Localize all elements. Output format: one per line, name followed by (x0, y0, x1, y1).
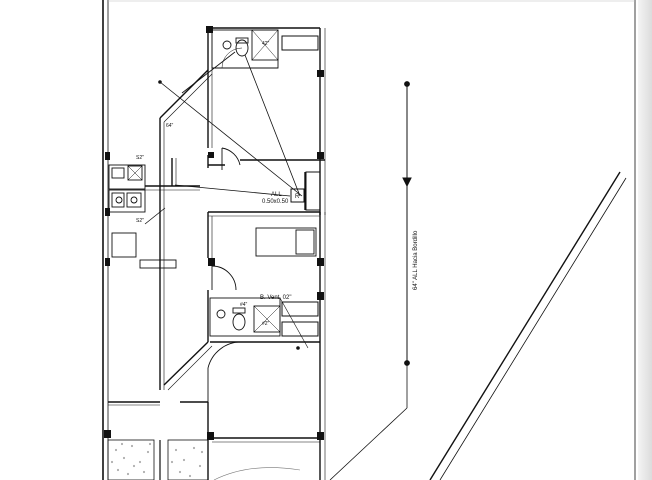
upper-room-columns (206, 26, 324, 159)
upper-bathroom (211, 29, 279, 69)
lower-room-columns (208, 258, 324, 300)
garden-hatch-left (107, 439, 155, 480)
lower-bed (255, 227, 317, 257)
sewer-note-label: 64" ALL Hacia Bordillo (413, 230, 419, 290)
upper-entry-walls (159, 69, 213, 185)
drain-point-icon-lower (296, 346, 300, 350)
sewer-dimension-line (329, 81, 412, 480)
drain-lines (144, 51, 303, 225)
kitchen-columns (105, 152, 110, 266)
bottom-room-walls (207, 402, 320, 480)
garden-hatch-right (167, 439, 209, 480)
lower-bathroom (209, 297, 320, 349)
register-label-all: ALL (271, 192, 282, 198)
property-line (429, 171, 627, 480)
lower-closet (281, 301, 319, 337)
kitchen-counter (108, 158, 200, 213)
register-symbol: R (295, 194, 300, 200)
upper-room-walls (207, 27, 326, 215)
lower-room-door (211, 265, 237, 291)
bottom-room-columns (104, 430, 324, 440)
upper-room-door (221, 147, 241, 170)
living-furniture (111, 232, 177, 269)
lower-entry-door (207, 341, 243, 402)
page-edge-shadow (638, 0, 652, 480)
garden-curve (213, 467, 301, 480)
drain-point-icon (158, 80, 162, 84)
sewer-register (290, 171, 321, 211)
left-boundary-wall (102, 0, 109, 480)
pipe-label-kitchen-b: S2" (136, 218, 144, 224)
pipe-label-upper-bath: 42" (262, 41, 270, 47)
pipe-label-lower-bath: #4" (240, 302, 248, 308)
lower-entry-walls (108, 185, 213, 406)
upper-closet (281, 35, 319, 51)
pipe-label-lower-bath-b: #2" (262, 321, 270, 327)
pipe-label-kitchen-a: S2" (136, 155, 144, 161)
pipe-label-left-top: 64" (166, 123, 174, 129)
register-label-size: 0.50x0.50 (262, 199, 289, 205)
